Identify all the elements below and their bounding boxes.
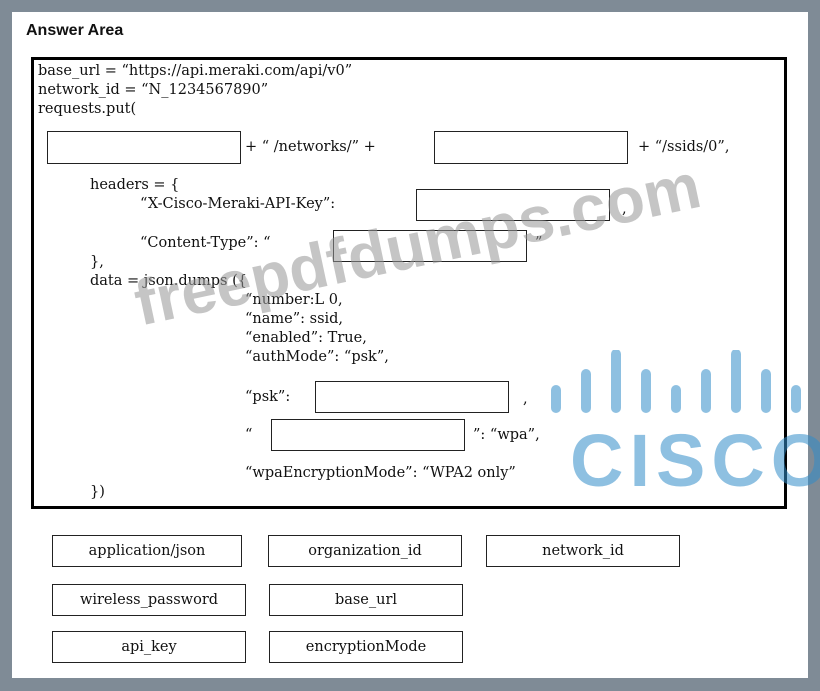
code-line-base-url: base_url = “https://api.meraki.com/api/v… (38, 63, 353, 79)
code-api-key-label: “X-Cisco-Meraki-API-Key”: (140, 196, 336, 212)
code-enabled: “enabled”: True, (245, 330, 367, 346)
code-line-requests-put: requests.put( (38, 101, 137, 117)
tile-wireless-password[interactable]: wireless_password (52, 584, 246, 616)
code-open-quote: “ (245, 427, 253, 443)
code-plus-networks: + “ /networks/” + (245, 139, 376, 155)
drop-slot-psk[interactable] (315, 381, 509, 413)
tile-base-url[interactable]: base_url (269, 584, 463, 616)
code-authmode: “authMode”: “psk”, (245, 349, 389, 365)
drop-slot-auth-key[interactable] (271, 419, 465, 451)
drop-slot-content-type[interactable] (333, 230, 527, 262)
drop-slot-url-base[interactable] (47, 131, 241, 164)
code-comma: , (622, 201, 627, 217)
code-headers-open: headers = { (90, 177, 180, 193)
tile-application-json[interactable]: application/json (52, 535, 242, 567)
code-number: “number:L 0, (245, 292, 343, 308)
answer-area-title: Answer Area (26, 22, 124, 39)
tile-network-id[interactable]: network_id (486, 535, 680, 567)
code-wpa-suffix: ”: “wpa”, (473, 427, 540, 443)
code-name: “name”: ssid, (245, 311, 344, 327)
tile-api-key[interactable]: api_key (52, 631, 246, 663)
answer-area-panel (12, 12, 808, 678)
tile-organization-id[interactable]: organization_id (268, 535, 462, 567)
code-content-type-label: “Content-Type”: “ (140, 235, 271, 251)
code-psk-label: “psk”: (245, 389, 291, 405)
code-box (31, 57, 787, 509)
code-data-open: data = json.dumps ({ (90, 273, 247, 289)
code-headers-close: }, (90, 254, 104, 270)
code-close: }) (90, 484, 105, 500)
code-wpa-encryption: “wpaEncryptionMode”: “WPA2 only” (245, 465, 516, 481)
drop-slot-api-key[interactable] (416, 189, 610, 221)
drop-slot-network[interactable] (434, 131, 628, 164)
code-psk-comma: , (523, 391, 528, 407)
code-line-network-id: network_id = “N_1234567890” (38, 82, 269, 98)
cisco-logo-bars (551, 350, 801, 413)
cisco-logo-text: CISCO (570, 419, 820, 502)
code-quote: ” (535, 235, 543, 251)
tile-encryption-mode[interactable]: encryptionMode (269, 631, 463, 663)
code-plus-ssids: + “/ssids/0”, (638, 139, 730, 155)
